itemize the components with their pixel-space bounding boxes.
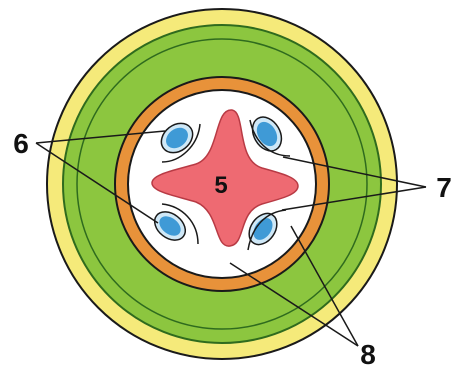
- label-6: 6: [13, 128, 29, 159]
- label-8: 8: [360, 339, 376, 369]
- label-7: 7: [436, 172, 452, 203]
- label-5: 5: [214, 172, 227, 199]
